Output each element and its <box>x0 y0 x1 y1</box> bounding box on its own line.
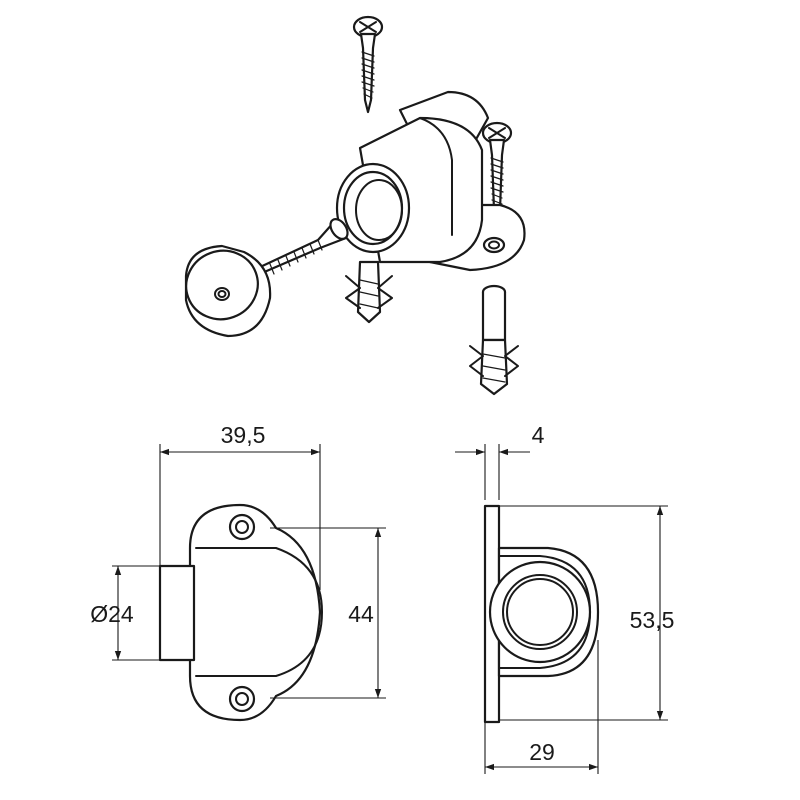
dimension-plate-thickness: 4 <box>455 422 545 500</box>
wall-plug-left <box>345 260 393 324</box>
cap-screw <box>248 218 349 280</box>
label-total-height: 53,5 <box>630 607 675 633</box>
dimension-total-height: 53,5 <box>499 505 675 721</box>
front-view <box>158 503 323 722</box>
counter-cap <box>184 244 272 338</box>
label-height-side: 44 <box>348 601 374 627</box>
label-plate-thickness: 4 <box>532 422 545 448</box>
label-diameter: Ø24 <box>90 601 134 627</box>
label-width-top: 39,5 <box>221 422 266 448</box>
dimension-diameter: Ø24 <box>90 565 160 661</box>
wall-plug-right <box>469 284 519 396</box>
side-view <box>483 504 600 724</box>
isometric-assembly-view <box>184 15 526 396</box>
stopper-body <box>335 90 526 272</box>
label-depth: 29 <box>529 739 555 765</box>
dimension-depth: 29 <box>484 640 599 774</box>
top-screw <box>352 15 384 114</box>
dimension-width-top: 39,5 <box>159 422 321 590</box>
dimension-height-side: 44 <box>270 527 386 699</box>
right-screw <box>481 121 513 224</box>
